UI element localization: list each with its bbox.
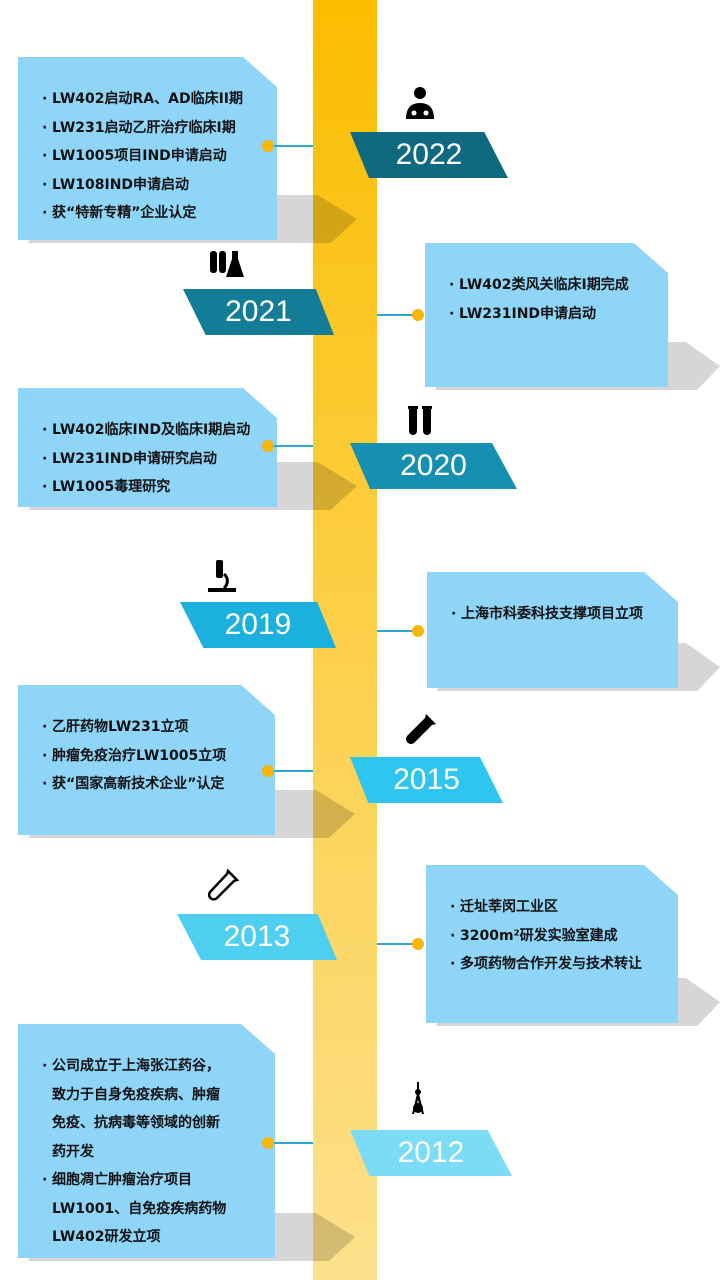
connector-dot — [262, 440, 274, 452]
connector-line — [268, 145, 313, 147]
connector-dot — [262, 140, 274, 152]
connector-dot — [412, 938, 424, 950]
milestone-item: 获“国家高新技术企业”认定 — [42, 770, 275, 799]
milestone-item: 获“特新专精”企业认定 — [42, 199, 277, 228]
milestone-item: LW402类风关临床I期完成 — [449, 271, 668, 300]
milestone-item: 乙肝药物LW231立项 — [42, 713, 275, 742]
milestone-card-2012: 公司成立于上海张江药谷， 致力于自身免疫疾病、肿瘤 免疫、抗病毒等领域的创新 药… — [18, 1024, 275, 1258]
oriental-pearl-tower-icon — [400, 1082, 436, 1118]
lab-flasks-icon — [208, 247, 244, 283]
doctor-icon — [402, 85, 438, 121]
test-tubes-icon — [402, 404, 438, 440]
icon-graphic — [207, 868, 240, 901]
milestone-card-2013: 迁址莘闵工业区3200m²研发实验室建成多项药物合作开发与技术转让 — [426, 865, 678, 1023]
icon-graphic — [412, 1082, 424, 1114]
milestone-item: 3200m²研发实验室建成 — [450, 922, 678, 951]
year-label-2021: 2021 — [183, 289, 334, 335]
connector-line — [377, 943, 418, 945]
milestone-item: 细胞凋亡肿瘤治疗项目 LW1001、自免疫疾病药物 LW402研发立项 — [42, 1166, 275, 1252]
icon-graphic — [406, 87, 434, 119]
connector-line — [377, 630, 418, 632]
milestone-item: LW402临床IND及临床I期启动 — [42, 416, 277, 445]
milestone-card-2021: LW402类风关临床I期完成LW231IND申请启动 — [425, 243, 668, 387]
milestone-item: 肿瘤免疫治疗LW1005立项 — [42, 742, 275, 771]
icon-graphic — [406, 714, 436, 744]
year-label-2013: 2013 — [177, 914, 337, 960]
year-label-2012: 2012 — [350, 1130, 512, 1176]
milestone-list: LW402临床IND及临床I期启动LW231IND申请研究启动LW1005毒理研… — [42, 416, 277, 502]
milestone-card-2020: LW402临床IND及临床I期启动LW231IND申请研究启动LW1005毒理研… — [18, 388, 277, 507]
milestone-list: 迁址莘闵工业区3200m²研发实验室建成多项药物合作开发与技术转让 — [450, 893, 678, 979]
milestone-list: LW402启动RA、AD临床II期LW231启动乙肝治疗临床I期LW1005项目… — [42, 85, 277, 228]
milestone-item: LW231IND申请研究启动 — [42, 445, 277, 474]
test-tube-outline-icon — [204, 868, 240, 904]
connector-dot — [262, 1137, 274, 1149]
milestone-list: 上海市科委科技支撑项目立项 — [451, 600, 678, 629]
milestone-card-2015: 乙肝药物LW231立项肿瘤免疫治疗LW1005立项获“国家高新技术企业”认定 — [18, 685, 275, 835]
year-label-2019: 2019 — [180, 602, 336, 648]
milestone-card-2019: 上海市科委科技支撑项目立项 — [427, 572, 678, 688]
milestone-item: LW1005项目IND申请启动 — [42, 142, 277, 171]
test-tube-filled-icon — [402, 712, 438, 748]
connector-line — [268, 1142, 313, 1144]
icon-graphic — [210, 251, 244, 277]
milestone-item: 多项药物合作开发与技术转让 — [450, 950, 678, 979]
connector-dot — [262, 765, 274, 777]
milestone-card-2022: LW402启动RA、AD临床II期LW231启动乙肝治疗临床I期LW1005项目… — [18, 57, 277, 240]
microscope-icon — [204, 558, 240, 594]
milestone-list: LW402类风关临床I期完成LW231IND申请启动 — [449, 271, 668, 328]
milestone-list: 乙肝药物LW231立项肿瘤免疫治疗LW1005立项获“国家高新技术企业”认定 — [42, 713, 275, 799]
milestone-item: LW1005毒理研究 — [42, 473, 277, 502]
connector-dot — [412, 625, 424, 637]
year-label-2015: 2015 — [350, 757, 503, 803]
milestone-item: 上海市科委科技支撑项目立项 — [451, 600, 678, 629]
connector-line — [268, 445, 313, 447]
connector-dot — [412, 309, 424, 321]
connector-line — [268, 770, 313, 772]
milestone-list: 公司成立于上海张江药谷， 致力于自身免疫疾病、肿瘤 免疫、抗病毒等领域的创新 药… — [42, 1052, 275, 1252]
milestone-item: LW231启动乙肝治疗临床I期 — [42, 114, 277, 143]
icon-graphic — [408, 406, 432, 435]
milestone-item: LW231IND申请启动 — [449, 300, 668, 329]
milestone-item: 迁址莘闵工业区 — [450, 893, 678, 922]
milestone-item: LW108IND申请启动 — [42, 171, 277, 200]
milestone-item: LW402启动RA、AD临床II期 — [42, 85, 277, 114]
connector-line — [377, 314, 418, 316]
year-label-2020: 2020 — [350, 443, 517, 489]
icon-graphic — [208, 560, 236, 592]
milestone-item: 公司成立于上海张江药谷， 致力于自身免疫疾病、肿瘤 免疫、抗病毒等领域的创新 药… — [42, 1052, 275, 1166]
year-label-2022: 2022 — [350, 132, 508, 178]
